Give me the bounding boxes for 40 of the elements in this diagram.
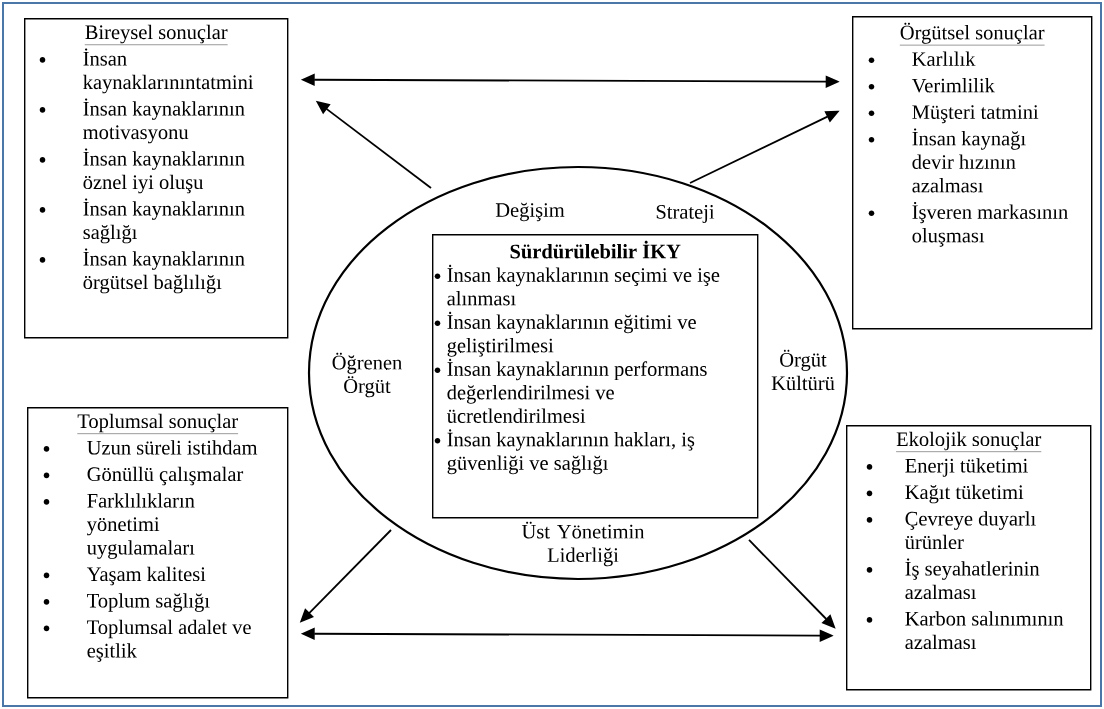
bulleted-item: İnsan kaynaklarının hakları, iş güvenliği ve sağlığı bbox=[434, 429, 695, 475]
ellipse-label: Değişim bbox=[495, 202, 565, 222]
bulleted-item: İş seyahatlerinin azalması bbox=[866, 558, 1040, 600]
bulleted-item: İnsan kaynağı devir hızının azalması bbox=[868, 128, 1026, 193]
ellipse-label: Strateji bbox=[656, 205, 715, 223]
bulleted-item: Uzun süreli istihdam bbox=[43, 440, 258, 455]
outcome-box bbox=[846, 425, 1092, 691]
ellipse-label: Öğrenen Örgüt bbox=[332, 352, 402, 398]
bulleted-item: Karbon salınımının azalması bbox=[866, 611, 1064, 650]
bulleted-item: İnsan kaynaklarının eğitimi ve geliştirilmesi bbox=[434, 311, 696, 357]
ellipse-label: Üst Yönetimin Liderliği bbox=[521, 521, 645, 567]
bulleted-item: Çevreye duyarlı ürünler bbox=[866, 511, 1036, 550]
bulleted-item: İnsan kaynaklarının seçimi ve işe alınması bbox=[434, 264, 720, 306]
bulleted-item: İnsan kaynaklarının performans değerlendirilmesi ve ücretlendirilmesi bbox=[434, 358, 707, 423]
box-heading: Bireysel sonuçlar bbox=[84, 24, 228, 45]
bulleted-item: İnsan kaynaklarının örgütsel bağlılığı bbox=[39, 248, 245, 294]
box-heading: Sürdürülebilir İKY bbox=[510, 240, 681, 259]
outcome-box bbox=[27, 407, 289, 699]
bulleted-item: Toplumsal adalet ve eşitlik bbox=[43, 619, 251, 662]
ellipse-label: Örgüt Kültürü bbox=[771, 349, 835, 391]
bulleted-item: Toplum sağlığı bbox=[43, 593, 210, 612]
box-heading: Örgütsel sonuçlar bbox=[899, 22, 1045, 46]
bulleted-item: Kağıt tüketimi bbox=[866, 484, 1024, 504]
box-heading: Toplumsal sonuçlar bbox=[77, 413, 239, 434]
bulleted-item: Müşteri tatmini bbox=[868, 105, 1039, 124]
bulleted-item: Farklılıkların yönetimi uygulamaları bbox=[43, 493, 195, 559]
outcome-box bbox=[24, 18, 289, 339]
bulleted-item: İnsan kaynaklarının motivasyonu bbox=[39, 98, 245, 144]
bulleted-item: İnsan kaynaklarının sağlığı bbox=[39, 198, 245, 244]
bulleted-item: Karlılık bbox=[868, 51, 976, 66]
bulleted-item: İşveren markasının oluşması bbox=[868, 201, 1068, 247]
bulleted-item: İnsan kaynaklarının öznel iyi oluşu bbox=[39, 148, 245, 194]
content-box bbox=[432, 234, 759, 519]
bulleted-item: Enerji tüketimi bbox=[866, 458, 1028, 477]
bulleted-item: İnsan kaynaklarınıntatmini bbox=[39, 48, 254, 94]
bulleted-item: Gönüllü çalışmalar bbox=[43, 466, 244, 486]
bulleted-item: Verimlilik bbox=[868, 78, 995, 93]
box-heading: Ekolojik sonuçlar bbox=[895, 431, 1042, 452]
outcome-box bbox=[852, 16, 1093, 330]
bulleted-item: Yaşam kalitesi bbox=[43, 566, 206, 586]
